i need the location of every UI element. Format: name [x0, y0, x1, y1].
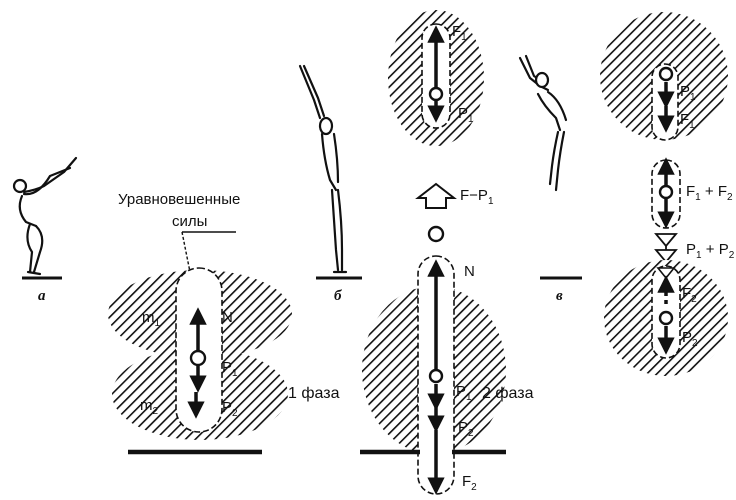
phase2-label: 2 фаза — [482, 385, 534, 402]
phase3-lower-body-model — [604, 260, 728, 376]
label-P1-plus-P2: P1 + P2 — [686, 241, 735, 261]
athlete-standing-figure — [300, 66, 346, 272]
panel-letter-v: в — [556, 288, 563, 304]
phase2-upper-body-model — [388, 10, 484, 146]
panel-letter-b: б — [334, 288, 342, 304]
phase1-body-model — [108, 268, 292, 440]
label-F-minus-P1: F−P1 — [460, 187, 494, 207]
phase2-body-model — [362, 256, 506, 494]
phase1-label: 1 фаза — [288, 385, 340, 402]
label-F1-plus-F2: F1 + F2 — [686, 183, 733, 203]
label-N-phase2: N — [464, 263, 475, 280]
resultant-arrow-open — [418, 184, 454, 241]
combined-force-capsule — [652, 160, 680, 228]
balanced-forces-label-line1: Уравновешенные — [118, 191, 240, 208]
label-F2-phase2: F2 — [462, 473, 477, 493]
weight-open-arrows — [656, 234, 676, 262]
athlete-crouch-figure — [14, 158, 76, 274]
panel-letter-a: а — [38, 288, 46, 304]
label-N-phase1: N — [222, 309, 233, 326]
balanced-forces-label-line2: силы — [172, 213, 207, 230]
phase3-upper-body-model — [600, 12, 728, 140]
athlete-airborne-figure — [520, 56, 566, 190]
